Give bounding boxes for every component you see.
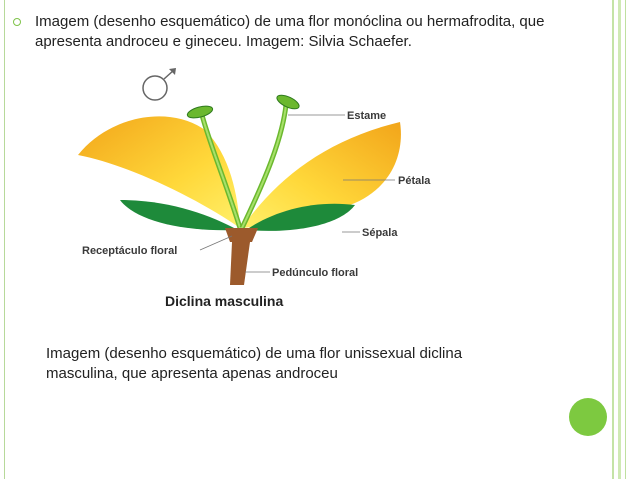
receptacle	[225, 228, 258, 242]
peduncle	[230, 242, 250, 285]
right-petal	[242, 122, 401, 228]
label-pedunculo: Pedúnculo floral	[272, 267, 358, 279]
left-border-rule	[4, 0, 5, 479]
stamen	[239, 94, 300, 230]
green-circle-decoration	[569, 398, 607, 436]
right-border-rule	[612, 0, 614, 479]
diagram-title: Diclina masculina	[165, 293, 283, 309]
left-sepal	[120, 200, 238, 231]
caption-text: Imagem (desenho esquemático) de uma flor…	[46, 345, 463, 382]
label-sepala: Sépala	[362, 227, 398, 239]
bullet-icon	[13, 18, 21, 26]
label-estame: Estame	[347, 110, 386, 122]
left-petal	[78, 116, 240, 228]
stamen	[186, 105, 243, 229]
label-petala: Pétala	[398, 175, 431, 187]
right-border-rule	[625, 0, 626, 479]
label-receptaculo: Receptáculo floral	[82, 245, 177, 257]
bullet-text: Imagem (desenho esquemático) de uma flor…	[35, 13, 545, 50]
right-sepal	[246, 203, 355, 231]
right-border-rule	[618, 0, 621, 479]
male-symbol-icon	[142, 68, 176, 101]
flower-diagram: Estame Pétala Sépala Receptáculo floral …	[78, 68, 431, 309]
